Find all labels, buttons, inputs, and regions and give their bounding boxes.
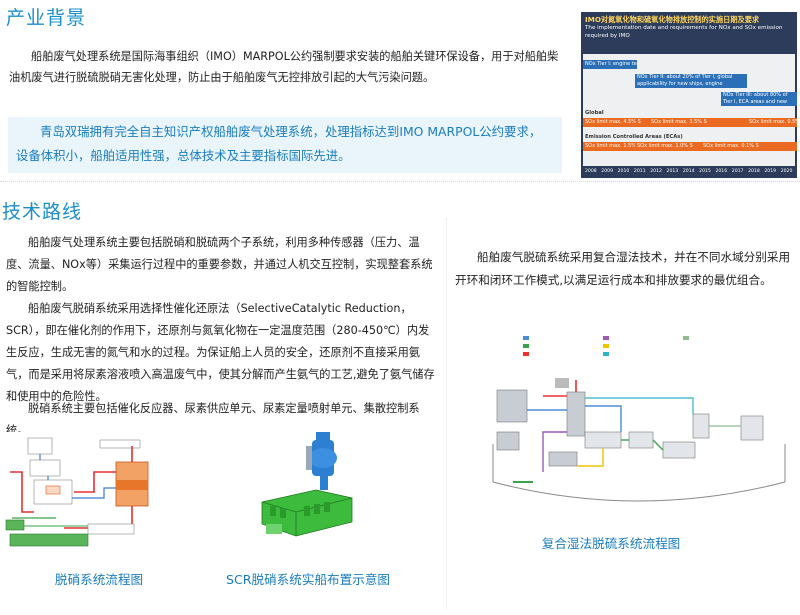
- industry-background-heading: 产业背景: [6, 7, 87, 29]
- imo-year-tick: 2010: [617, 169, 630, 174]
- imo-year-tick: 2017: [731, 169, 744, 174]
- eca-label: Emission Controlled Areas (ECAs): [585, 134, 683, 140]
- imo-year-tick: 2008: [585, 169, 597, 174]
- nox-tier3-bar: NOx Tier III: about 80% of Tier I, ECA a…: [721, 92, 797, 106]
- imo-year-tick: 2012: [650, 169, 662, 174]
- nox-tier1-bar: NOx Tier I: engine technologies for comp…: [583, 60, 637, 69]
- tech-route-paragraph-2: 船舶废气脱硝系统采用选择性催化还原法（SelectiveCatalytic Re…: [6, 302, 435, 403]
- highlight-text: 青岛双瑞拥有完全自主知识产权船舶废气处理系统，处理指标达到IMO MARPOL公…: [16, 124, 542, 163]
- imo-year-tick: 2015: [699, 169, 711, 174]
- eca-bar-3: SOx limit max. 0.1% S: [701, 142, 797, 151]
- desulfurization-process-diagram-icon: [492, 336, 786, 502]
- imo-year-tick: 2011: [633, 169, 646, 174]
- desulfurization-flow-diagram: [483, 332, 795, 512]
- imo-chart-body: NOx Tier I: engine technologies for comp…: [583, 54, 797, 166]
- imo-year-tick: 2014: [682, 169, 695, 174]
- scr-3d-engine-model-icon: [261, 432, 353, 537]
- imo-year-tick: 2009: [601, 169, 613, 174]
- column-divider: [446, 218, 447, 610]
- imo-year-tick: 2019: [764, 169, 777, 174]
- imo-year-tick: 2013: [666, 169, 679, 174]
- desulfurization-flow-caption: 复合湿法脱硫系统流程图: [541, 536, 681, 551]
- global-label: Global: [585, 110, 604, 116]
- section-divider: [0, 181, 800, 182]
- eca-bar-2: SOx limit max. 1.0% S: [635, 142, 701, 151]
- highlight-box: 青岛双瑞拥有完全自主知识产权船舶废气处理系统，处理指标达到IMO MARPOL公…: [8, 117, 562, 173]
- scr-layout-caption: SCR脱硝系统实船布置示意图: [225, 572, 391, 587]
- imo-year-tick: 2018: [748, 169, 760, 174]
- imo-year-tick: 2016: [715, 169, 728, 174]
- global-bar-1: SOx limit max. 4.5% S: [583, 118, 649, 127]
- eca-bar-1: SOx limit max. 1.5% S: [583, 142, 635, 151]
- global-bar-2: SOx limit max. 3.5% S: [649, 118, 747, 127]
- imo-chart-subtitle: The implementation date and requirements…: [585, 25, 783, 39]
- global-bar-3: SOx limit max. 0.5% S: [747, 118, 797, 127]
- imo-emission-chart: IMO对氮氧化物和硫氧化物排放控制的实施日期及要求 The implementa…: [581, 12, 797, 178]
- denox-flow-diagram: [4, 432, 162, 554]
- imo-year-tick: 2020: [780, 169, 793, 174]
- tech-route-paragraph-1: 船舶废气处理系统主要包括脱硝和脱硫两个子系统，利用多种传感器（压力、温度、流量、…: [6, 236, 433, 293]
- tech-route-heading: 技术路线: [2, 201, 83, 223]
- denox-flow-caption: 脱硝系统流程图: [54, 572, 144, 587]
- scr-ship-layout-diagram: [256, 428, 360, 556]
- nox-tier2-bar: NOx Tier II: about 20% of Tier I, global…: [635, 74, 747, 88]
- imo-chart-title: IMO对氮氧化物和硫氧化物排放控制的实施日期及要求: [585, 15, 760, 24]
- process-flow-diagram: [4, 432, 162, 554]
- industry-background-paragraph: 船舶废气处理系统是国际海事组织（IMO）MARPOL公约强制要求安装的船舶关键环…: [9, 50, 559, 84]
- desulfurization-paragraph: 船舶废气脱硫系统采用复合湿法技术，并在不同水域分别采用开环和闭环工作模式,以满足…: [455, 250, 791, 287]
